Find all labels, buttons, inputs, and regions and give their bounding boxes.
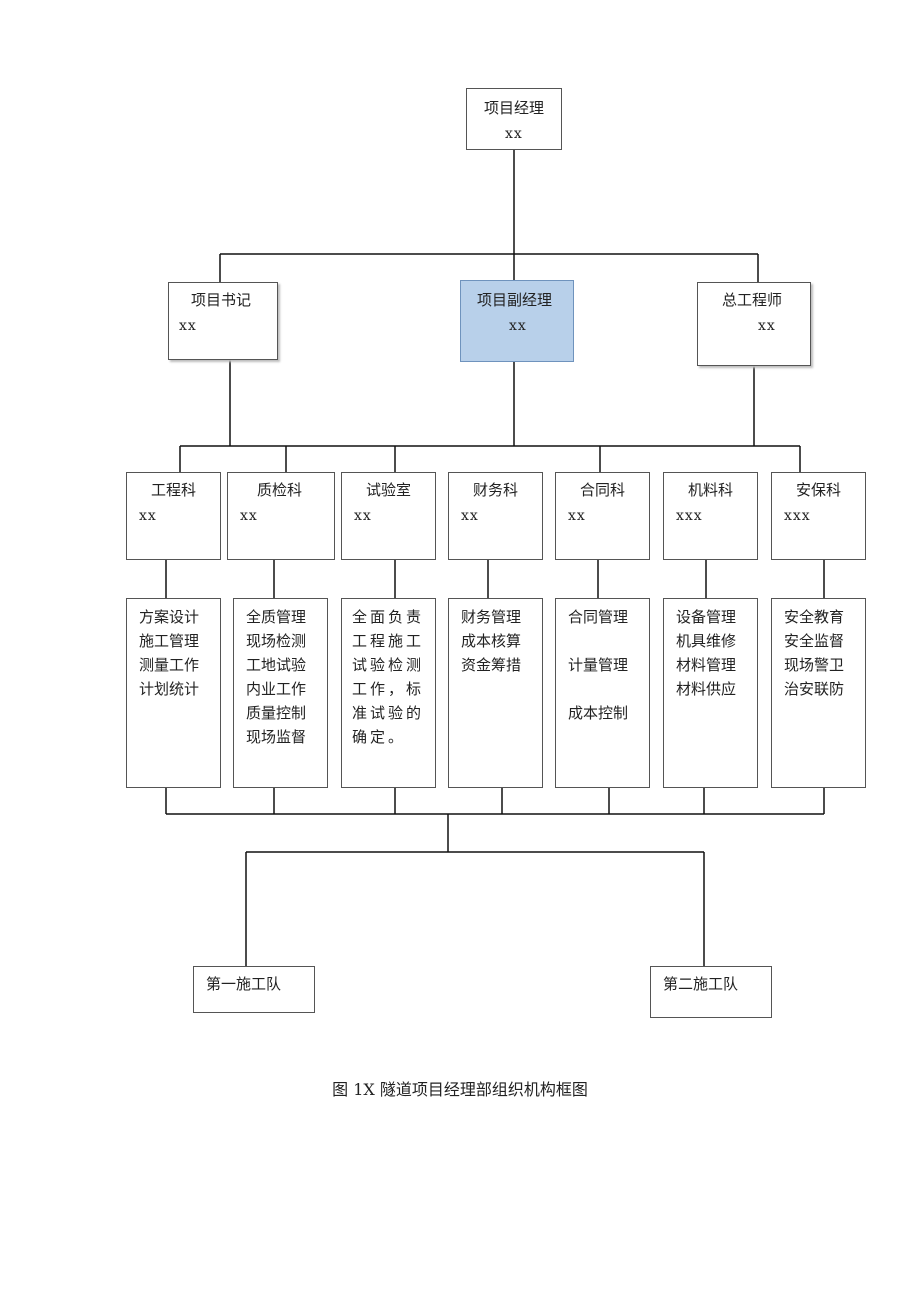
duties-finance-box: 财务管理 成本核算 资金筹措: [448, 598, 543, 788]
duties-finance-list: 财务管理 成本核算 资金筹措: [461, 605, 521, 677]
duty-item: [568, 629, 628, 653]
duties-engineering-box: 方案设计 施工管理 测量工作 计划统计: [126, 598, 221, 788]
duties-security-list: 安全教育 安全监督 现场警卫 治安联防: [784, 605, 844, 701]
duty-item: 准试验的: [352, 704, 425, 722]
duty-item: 设备管理: [676, 608, 737, 626]
duty-item: 全质管理: [246, 608, 307, 626]
duty-item: 现场检测: [246, 632, 307, 650]
party-secretary-name: xx: [179, 318, 197, 334]
dept-quality-title: 质检科: [257, 481, 303, 499]
dept-equipment-box: 机料科 xxx: [663, 472, 758, 560]
project-manager-title: 项目经理: [484, 99, 545, 117]
dept-equipment-title: 机料科: [688, 481, 734, 499]
duty-item: 试验检测: [352, 656, 425, 674]
duty-item: 现场警卫: [784, 656, 845, 674]
deputy-manager-box: 项目副经理 xx: [460, 280, 574, 362]
duty-item: 现场监督: [246, 728, 307, 746]
duty-item: 资金筹措: [461, 656, 522, 674]
duty-item: 内业工作: [246, 680, 307, 698]
dept-engineering-name: xx: [139, 508, 157, 524]
duty-item: 全面负责: [352, 608, 425, 626]
project-manager-box: 项目经理 xx: [466, 88, 562, 150]
duty-item: 材料供应: [676, 680, 737, 698]
dept-lab-name: xx: [354, 508, 372, 524]
dept-security-box: 安保科 xxx: [771, 472, 866, 560]
duty-item: 工作，标: [352, 680, 425, 698]
duty-item: 施工管理: [139, 632, 200, 650]
team-1-title: 第一施工队: [206, 975, 282, 993]
duty-item: 财务管理: [461, 608, 522, 626]
dept-finance-box: 财务科 xx: [448, 472, 543, 560]
duty-item: 成本控制: [568, 704, 629, 722]
team-1-box: 第一施工队: [193, 966, 315, 1013]
dept-lab-title: 试验室: [366, 481, 412, 499]
duty-item: 机具维修: [676, 632, 737, 650]
duty-item: 计划统计: [139, 680, 200, 698]
dept-finance-name: xx: [461, 508, 479, 524]
duties-equipment-list: 设备管理 机具维修 材料管理 材料供应: [676, 605, 736, 701]
duty-item: 确定。: [352, 728, 407, 746]
project-manager-name: xx: [505, 126, 523, 142]
team-2-box: 第二施工队: [650, 966, 772, 1018]
duty-item: 工地试验: [246, 656, 307, 674]
chief-engineer-box: 总工程师 xx: [697, 282, 811, 366]
duty-item: 安全监督: [784, 632, 845, 650]
dept-quality-box: 质检科 xx: [227, 472, 335, 560]
duty-item: 质量控制: [246, 704, 307, 722]
dept-equipment-name: xxx: [676, 508, 703, 524]
duties-lab-list: 全面负责 工程施工 试验检测 工作，标 准试验的 确定。: [352, 605, 424, 749]
party-secretary-box: 项目书记 xx: [168, 282, 278, 360]
duties-security-box: 安全教育 安全监督 现场警卫 治安联防: [771, 598, 866, 788]
deputy-manager-title: 项目副经理: [477, 291, 553, 309]
duties-contract-box: 合同管理 计量管理 成本控制: [555, 598, 650, 788]
duties-quality-box: 全质管理 现场检测 工地试验 内业工作 质量控制 现场监督: [233, 598, 328, 788]
dept-security-name: xxx: [784, 508, 811, 524]
duty-item: 安全教育: [784, 608, 845, 626]
dept-finance-title: 财务科: [473, 481, 519, 499]
figure-caption: 图 1X 隧道项目经理部组织机构框图: [332, 1080, 588, 1099]
duty-item: 材料管理: [676, 656, 737, 674]
duties-engineering-list: 方案设计 施工管理 测量工作 计划统计: [139, 605, 199, 701]
duty-item: 测量工作: [139, 656, 200, 674]
dept-contract-title: 合同科: [580, 481, 626, 499]
chief-engineer-name: xx: [758, 318, 776, 334]
team-2-title: 第二施工队: [663, 975, 739, 993]
duties-equipment-box: 设备管理 机具维修 材料管理 材料供应: [663, 598, 758, 788]
duties-lab-box: 全面负责 工程施工 试验检测 工作，标 准试验的 确定。: [341, 598, 436, 788]
dept-contract-box: 合同科 xx: [555, 472, 650, 560]
deputy-manager-name: xx: [509, 318, 527, 334]
dept-contract-name: xx: [568, 508, 586, 524]
party-secretary-title: 项目书记: [191, 291, 252, 309]
duty-item: 成本核算: [461, 632, 522, 650]
dept-engineering-box: 工程科 xx: [126, 472, 221, 560]
duty-item: 治安联防: [784, 680, 845, 698]
duty-item: 工程施工: [352, 632, 425, 650]
chief-engineer-title: 总工程师: [722, 291, 783, 309]
duty-item: [568, 677, 628, 701]
dept-quality-name: xx: [240, 508, 258, 524]
dept-engineering-title: 工程科: [151, 481, 197, 499]
dept-security-title: 安保科: [796, 481, 842, 499]
duties-quality-list: 全质管理 现场检测 工地试验 内业工作 质量控制 现场监督: [246, 605, 306, 749]
duty-item: 合同管理: [568, 608, 629, 626]
duty-item: 计量管理: [568, 656, 629, 674]
duties-contract-list: 合同管理 计量管理 成本控制: [568, 605, 628, 725]
duty-item: 方案设计: [139, 608, 200, 626]
dept-lab-box: 试验室 xx: [341, 472, 436, 560]
